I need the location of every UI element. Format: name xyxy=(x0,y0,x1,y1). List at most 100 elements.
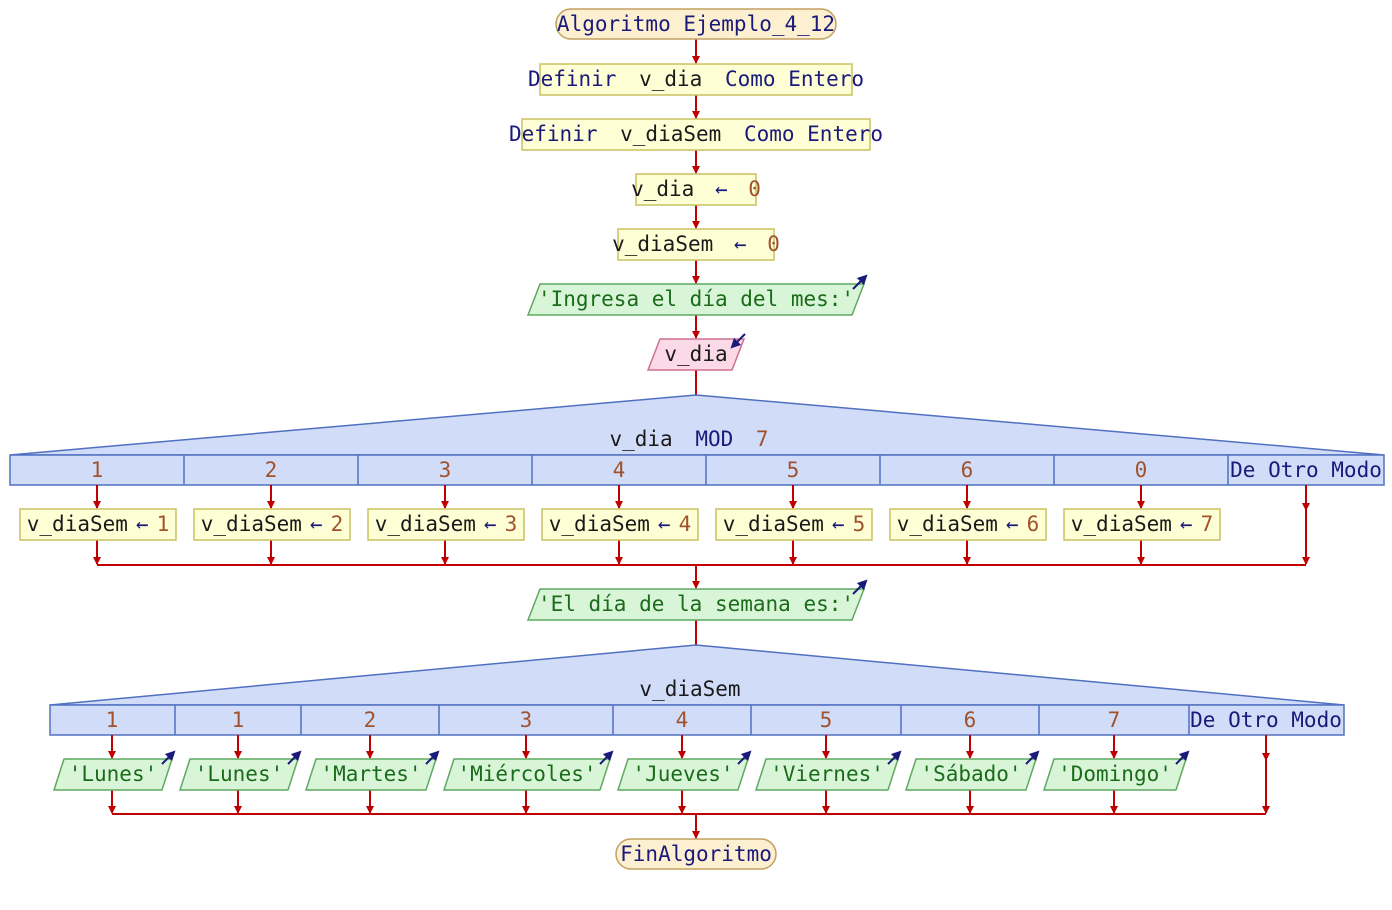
case-label: 6 xyxy=(964,708,977,732)
switch-v-dia-mod: v_dia MOD 7 1 2 3 4 5 6 0 De Otro Modo xyxy=(9,394,1385,486)
variable-name: v_diaSem xyxy=(723,512,824,536)
svg-text:v_diaSem←6: v_diaSem←6 xyxy=(897,512,1039,536)
assign-value: 0 xyxy=(748,177,761,201)
case-assign-5: v_diaSem←5 xyxy=(715,508,873,541)
assign-arrow: ← xyxy=(658,512,671,536)
default-case-label: De Otro Modo xyxy=(1230,458,1382,482)
case-output-lunes: 'Lunes' xyxy=(52,750,176,791)
output-text: 'El día de la semana es:' xyxy=(538,592,854,616)
output-arrow-icon xyxy=(887,750,902,765)
output-text: 'Ingresa el día del mes:' xyxy=(538,287,854,311)
assign-arrow: ← xyxy=(715,177,728,201)
end-terminal: FinAlgoritmo xyxy=(615,838,777,870)
default-case-label: De Otro Modo xyxy=(1190,708,1342,732)
svg-text:Definir v_dia Como: Definir v_dia Como Entero xyxy=(528,67,864,91)
assign-v-dia: v_dia ← 0 xyxy=(631,173,761,206)
assign-value: 5 xyxy=(853,512,866,536)
assign-value: 3 xyxy=(505,512,518,536)
output-text: 'Martes' xyxy=(320,762,421,786)
svg-text:v_diaSem←5: v_diaSem←5 xyxy=(723,512,865,536)
variable-name: v_diaSem xyxy=(375,512,476,536)
case-assign-0: v_diaSem ← 7 xyxy=(1063,508,1221,541)
keyword-como-entero: Como Entero xyxy=(744,122,883,146)
case-label: 2 xyxy=(364,708,377,732)
assign-v-diasem: v_diaSem ← 0 xyxy=(612,228,780,261)
output-arrow-icon xyxy=(425,750,440,765)
output-arrow-icon xyxy=(852,274,868,290)
input-variable: v_dia xyxy=(664,342,727,366)
output-arrow-icon xyxy=(852,579,868,595)
case-label: 3 xyxy=(520,708,533,732)
case-output-martes: 'Martes' xyxy=(304,750,440,791)
define-v-diasem: Definir v_diaSem Como Entero xyxy=(509,118,883,151)
switch2-case-outputs: 'Lunes' 'Lunes' 'Martes' 'Miércoles' 'Ju… xyxy=(52,750,1190,791)
output-text: 'Lunes' xyxy=(195,762,284,786)
case-label: 4 xyxy=(613,458,626,482)
svg-text:v_diaSem ← 0: v_diaSem ← 0 xyxy=(612,232,780,256)
case-output-miercoles: 'Miércoles' xyxy=(442,750,614,791)
switch-expr: v_diaSem xyxy=(639,677,740,701)
variable-name: v_diaSem xyxy=(897,512,998,536)
switch1-case-boxes: v_diaSem ← 1 v_diaSem ← 2 v_diaSem ← 3 v_diaSe… xyxy=(19,508,1221,541)
case-label: 7 xyxy=(1108,708,1121,732)
output-arrow-icon xyxy=(161,750,176,765)
input-arrow-icon xyxy=(730,333,746,349)
case-output-jueves: 'Jueves' xyxy=(616,750,752,791)
assign-value: 4 xyxy=(679,512,692,536)
output-text: 'Domingo' xyxy=(1058,762,1172,786)
case-assign-6: v_diaSem←6 xyxy=(889,508,1047,541)
output-el-dia: 'El día de la semana es:' xyxy=(526,579,868,621)
switch-expr-op: MOD xyxy=(695,427,733,451)
input-v-dia: v_dia xyxy=(646,333,746,371)
variable-name: v_diaSem xyxy=(27,512,128,536)
svg-text:v_diaSem←4: v_diaSem←4 xyxy=(549,512,691,536)
assign-arrow: ← xyxy=(734,232,747,256)
assign-value: 0 xyxy=(767,232,780,256)
variable-name: v_dia xyxy=(631,177,694,201)
assign-arrow: ← xyxy=(1180,512,1193,536)
output-text: 'Miércoles' xyxy=(457,762,596,786)
assign-value: 7 xyxy=(1201,512,1214,536)
case-label: 6 xyxy=(961,458,974,482)
output-text: 'Lunes' xyxy=(69,762,158,786)
case-label: 5 xyxy=(820,708,833,732)
assign-arrow: ← xyxy=(310,512,323,536)
output-text: 'Viernes' xyxy=(770,762,884,786)
output-text: 'Sábado' xyxy=(920,762,1021,786)
keyword-definir: Definir xyxy=(509,122,598,146)
switch2-branch-lines xyxy=(108,735,1270,815)
output-arrow-icon xyxy=(737,750,752,765)
variable-name: v_diaSem xyxy=(201,512,302,536)
switch-v-diasem: v_diaSem 1 1 2 3 4 5 6 7 De Otro Modo xyxy=(49,644,1345,736)
svg-text:v_dia ← 0: v_dia ← 0 xyxy=(631,177,761,201)
assign-value: 2 xyxy=(331,512,344,536)
case-assign-3: v_diaSem ← 3 xyxy=(367,508,525,541)
case-output-domingo: 'Domingo' xyxy=(1042,750,1190,791)
output-arrow-icon xyxy=(287,750,302,765)
case-label: 0 xyxy=(1135,458,1148,482)
assign-value: 1 xyxy=(157,512,170,536)
case-label: 1 xyxy=(232,708,245,732)
case-output-sabado: 'Sábado' xyxy=(904,750,1040,791)
algorithm-title: Algoritmo Ejemplo_4_12 xyxy=(557,12,835,36)
variable-name: v_diaSem xyxy=(1071,512,1172,536)
variable-name: v_diaSem xyxy=(620,122,721,146)
assign-arrow: ← xyxy=(136,512,149,536)
case-label: 4 xyxy=(676,708,689,732)
keyword-como-entero: Como Entero xyxy=(725,67,864,91)
output-ingresa: 'Ingresa el día del mes:' xyxy=(526,274,868,316)
svg-text:v_diaSem←1: v_diaSem ← 1 xyxy=(27,512,169,536)
define-v-dia: Definir v_dia Como Entero xyxy=(528,63,864,96)
svg-text:v_dia MOD 7: v_dia MOD 7 xyxy=(609,427,768,451)
svg-text:Definir v_diaSem C: Definir v_diaSem Como Entero xyxy=(509,122,883,146)
output-arrow-icon xyxy=(1175,750,1190,765)
variable-name: v_dia xyxy=(639,67,702,91)
case-label: 1 xyxy=(106,708,119,732)
case-output-viernes: 'Viernes' xyxy=(754,750,902,791)
output-arrow-icon xyxy=(1025,750,1040,765)
svg-text:v_diaSem←3: v_diaSem ← 3 xyxy=(375,512,517,536)
assign-value: 6 xyxy=(1027,512,1040,536)
assign-arrow: ← xyxy=(484,512,497,536)
case-assign-2: v_diaSem ← 2 xyxy=(193,508,351,541)
